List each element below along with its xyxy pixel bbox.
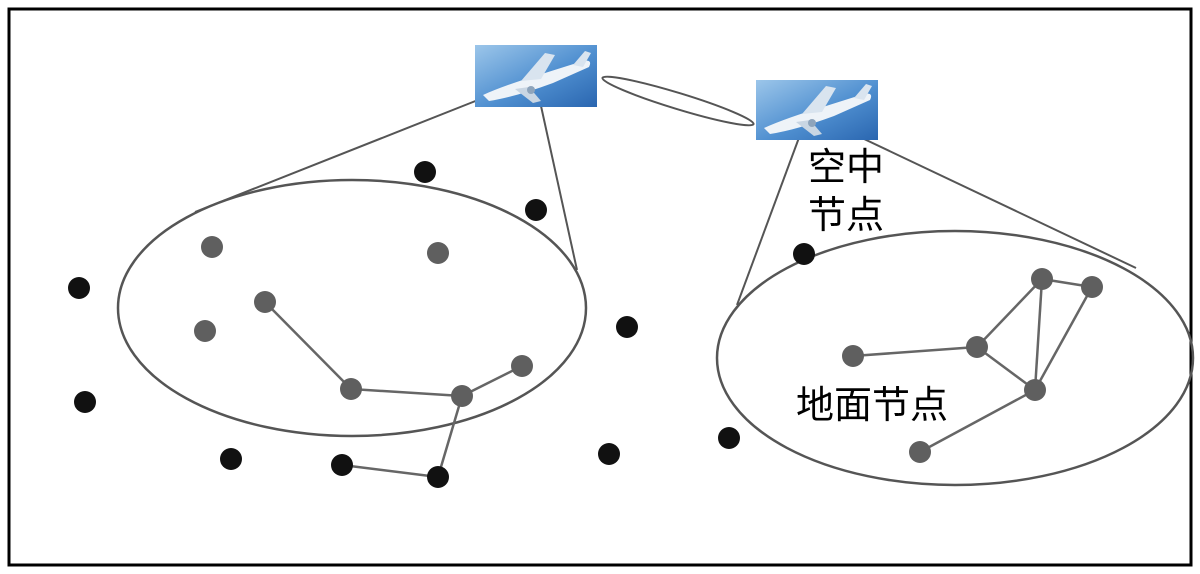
ground-node xyxy=(1081,276,1103,298)
air-node-label-line2: 节点 xyxy=(808,193,884,237)
ground-node xyxy=(598,443,620,465)
ground-node xyxy=(616,316,638,338)
ground-node xyxy=(511,355,533,377)
ground-node xyxy=(331,454,353,476)
ground-node xyxy=(909,441,931,463)
air-link xyxy=(601,75,755,127)
ground-node xyxy=(966,336,988,358)
ground-links xyxy=(264,277,1094,479)
ground-node xyxy=(427,242,449,264)
link xyxy=(461,364,523,398)
airplane-icon xyxy=(527,86,535,94)
coverage-cones xyxy=(194,99,1137,306)
link xyxy=(919,388,1036,454)
ground-node xyxy=(220,448,242,470)
ground-node xyxy=(201,236,223,258)
link xyxy=(436,395,464,478)
link xyxy=(976,278,1043,348)
ground-node xyxy=(74,391,96,413)
aircraft-left xyxy=(475,45,597,107)
covered-ground-nodes xyxy=(194,236,1103,463)
cone-line-right-outer xyxy=(736,134,801,306)
ground-node xyxy=(793,243,815,265)
diagram-frame xyxy=(7,7,1193,567)
coverage-ellipse-left xyxy=(116,178,588,438)
ground-node-label: 地面节点 xyxy=(796,383,948,427)
ground-node xyxy=(718,427,740,449)
air-node-label-line1: 空中 xyxy=(808,145,884,189)
link xyxy=(976,345,1036,392)
uncovered-ground-nodes xyxy=(68,161,815,488)
ground-node xyxy=(1024,379,1046,401)
ground-node xyxy=(414,161,436,183)
link xyxy=(1033,286,1094,391)
ground-node xyxy=(340,378,362,400)
aircraft-right xyxy=(756,80,878,140)
cone-line-left-outer xyxy=(194,99,479,213)
ground-node xyxy=(842,345,864,367)
ground-node xyxy=(1031,268,1053,290)
link xyxy=(350,387,463,398)
ground-node xyxy=(525,199,547,221)
link xyxy=(852,345,978,358)
ground-node xyxy=(68,277,90,299)
airplane-icon xyxy=(808,119,816,127)
cone-line-left-inner xyxy=(540,105,578,271)
link xyxy=(264,301,352,390)
ground-node xyxy=(254,291,276,313)
link xyxy=(341,463,439,479)
cone-line-right-inner xyxy=(861,137,1137,269)
coverage-ellipse-right xyxy=(715,229,1195,487)
link xyxy=(1033,278,1044,391)
ground-node xyxy=(427,466,449,488)
ground-node xyxy=(194,320,216,342)
ground-node xyxy=(451,385,473,407)
